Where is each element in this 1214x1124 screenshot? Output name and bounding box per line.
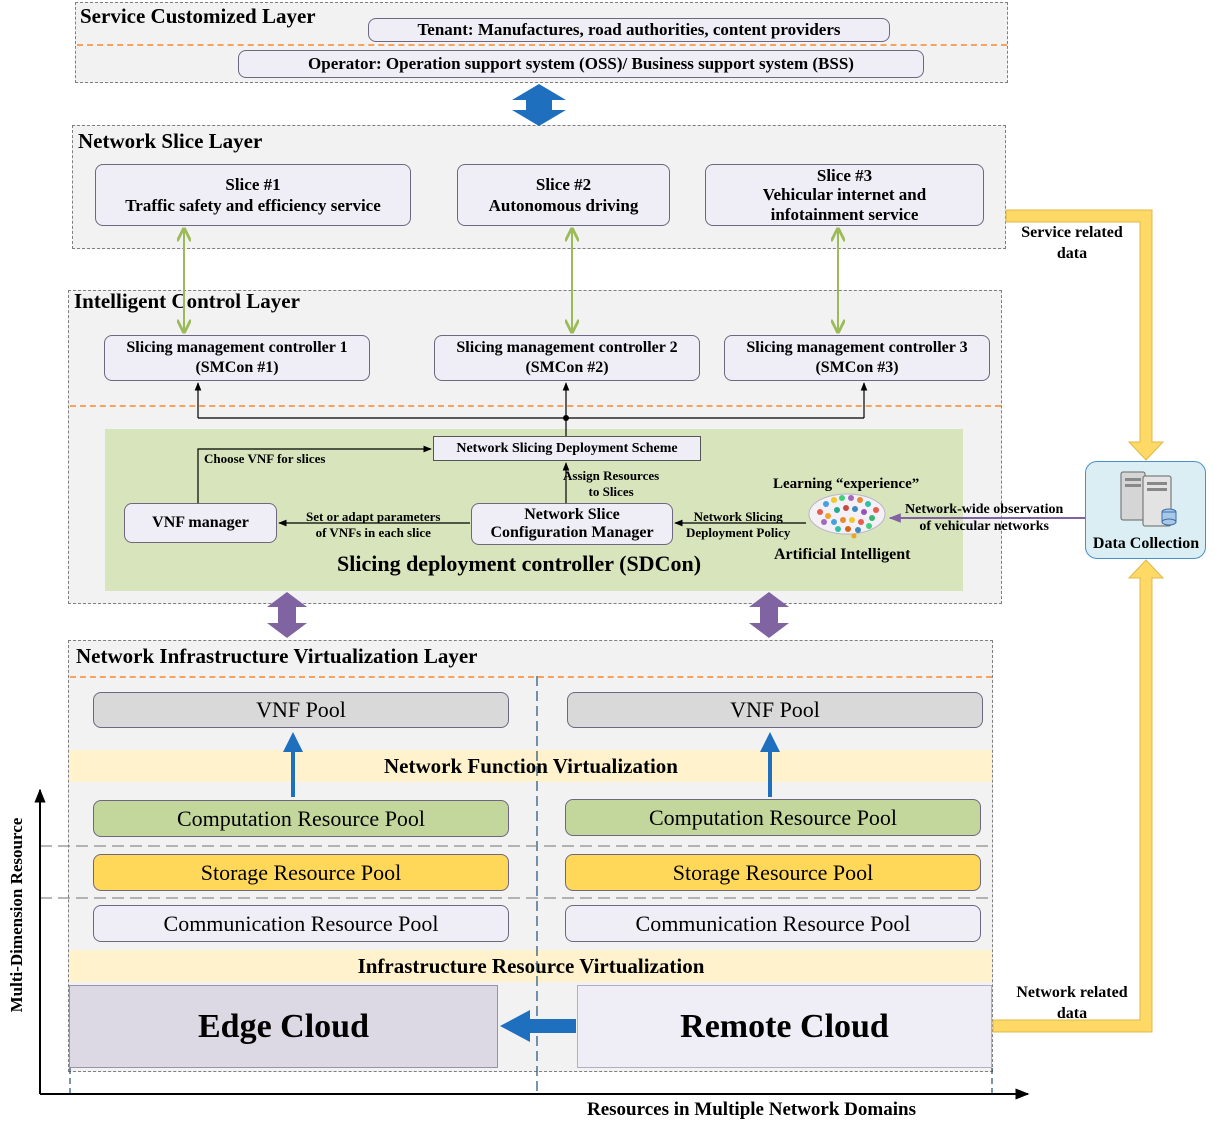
slice-1-service: Traffic safety and efficiency service — [125, 196, 381, 215]
smcon-2-id: (SMCon #2) — [525, 359, 609, 376]
infra-layer-divider — [70, 676, 992, 678]
control-infra-double-arrow-left — [267, 592, 307, 638]
remote-cloud: Remote Cloud — [577, 985, 992, 1068]
assign-resources-line2: to Slices — [588, 483, 634, 499]
slice-2-number: Slice #2 — [535, 174, 592, 194]
infra-layer-title: Network Infrastructure Virtualization La… — [76, 644, 478, 668]
set-params-line1: Set or adapt parameters — [306, 509, 441, 524]
assign-resources-line1: Assign Resources — [563, 468, 660, 483]
service-data-line1: Service related — [1021, 224, 1123, 241]
observation-line1: Network-wide observation — [905, 502, 1064, 517]
observation-label: Network-wide observation of vehicular ne… — [905, 502, 1063, 536]
slice-3-box: Slice #3 Vehicular internet and infotain… — [705, 164, 984, 226]
learning-label: Learning “experience” — [773, 476, 920, 492]
nfv-band: Network Function Virtualization — [70, 750, 992, 782]
irv-band: Infrastructure Resource Virtualization — [70, 950, 992, 982]
computation-pool-remote: Computation Resource Pool — [565, 799, 981, 836]
smcon-1-name: Slicing management controller 1 — [126, 339, 348, 356]
observation-line2: of vehicular networks — [919, 518, 1049, 534]
storage-pool-edge: Storage Resource Pool — [93, 854, 509, 891]
config-manager-box: Network Slice Configuration Manager — [471, 503, 673, 545]
deployment-scheme-box: Network Slicing Deployment Scheme — [433, 436, 701, 461]
brain-icon — [808, 493, 886, 539]
operator-box: Operator: Operation support system (OSS)… — [238, 50, 924, 78]
service-layer-divider — [77, 44, 1007, 46]
assign-resources-label: Assign Resources to Slices — [563, 468, 659, 499]
tenant-box: Tenant: Manufactures, road authorities, … — [368, 18, 890, 42]
network-data-label: Network related data — [1001, 983, 1143, 1025]
slice-layer-title: Network Slice Layer — [78, 129, 263, 153]
computation-pool-edge: Computation Resource Pool — [93, 800, 509, 837]
policy-label: Network Slicing Deployment Policy — [686, 509, 790, 540]
x-axis-label: Resources in Multiple Network Domains — [587, 1099, 916, 1120]
config-manager-line1: Network Slice — [524, 505, 620, 523]
slice-1-number: Slice #1 — [225, 174, 281, 194]
set-params-label: Set or adapt parameters of VNFs in each … — [306, 509, 440, 540]
slice-2-service: Autonomous driving — [488, 196, 639, 215]
communication-pool-remote: Communication Resource Pool — [565, 905, 981, 942]
storage-pool-remote: Storage Resource Pool — [565, 854, 981, 891]
smcon-3-name: Slicing management controller 3 — [746, 339, 968, 356]
control-infra-double-arrow-right — [749, 592, 789, 638]
slice-3-service-line1: Vehicular internet and — [762, 185, 927, 205]
data-collection-label: Data Collection — [1092, 535, 1200, 552]
smcon-3-id: (SMCon #3) — [815, 359, 899, 376]
choose-vnf-label: Choose VNF for slices — [204, 451, 326, 466]
vnf-pool-edge: VNF Pool — [93, 692, 509, 728]
smcon-3-box: Slicing management controller 3 (SMCon #… — [724, 335, 990, 381]
service-layer-title: Service Customized Layer — [80, 4, 316, 28]
service-data-label: Service related data — [1011, 223, 1133, 265]
vnf-to-scheme-arrow — [197, 445, 432, 503]
service-slice-double-arrow — [512, 84, 566, 126]
remote-to-edge-arrow — [500, 1010, 576, 1042]
server-icon — [1120, 471, 1177, 527]
smcon-1-box: Slicing management controller 1 (SMCon #… — [104, 335, 370, 381]
edge-cloud: Edge Cloud — [69, 985, 498, 1068]
network-data-flow — [992, 559, 1165, 1033]
control-layer-divider — [70, 405, 1001, 407]
set-params-line2: of VNFs in each slice — [315, 524, 431, 540]
sdcon-title: Slicing deployment controller (SDCon) — [337, 551, 702, 576]
policy-line1: Network Slicing — [693, 509, 783, 524]
communication-pool-edge: Communication Resource Pool — [93, 905, 509, 942]
network-data-line2: data — [1056, 1004, 1088, 1022]
slice-3-number: Slice #3 — [816, 165, 873, 185]
slice-1-box: Slice #1 Traffic safety and efficiency s… — [95, 164, 411, 226]
slice-3-service-line2: infotainment service — [770, 204, 919, 224]
smcon-1-id: (SMCon #1) — [195, 359, 279, 376]
ai-label: Artificial Intelligent — [774, 546, 911, 563]
network-data-line1: Network related — [1016, 984, 1128, 1001]
policy-line2: Deployment Policy — [686, 524, 791, 540]
smcon-2-box: Slicing management controller 2 (SMCon #… — [434, 335, 700, 381]
slice-2-box: Slice #2 Autonomous driving — [457, 164, 670, 226]
service-data-line2: data — [1056, 244, 1088, 262]
smcon-2-name: Slicing management controller 2 — [456, 339, 678, 356]
service-data-flow — [1005, 209, 1165, 461]
vnf-manager-box: VNF manager — [124, 503, 277, 543]
config-manager-line2: Configuration Manager — [490, 524, 654, 541]
vnf-pool-remote: VNF Pool — [567, 692, 983, 728]
